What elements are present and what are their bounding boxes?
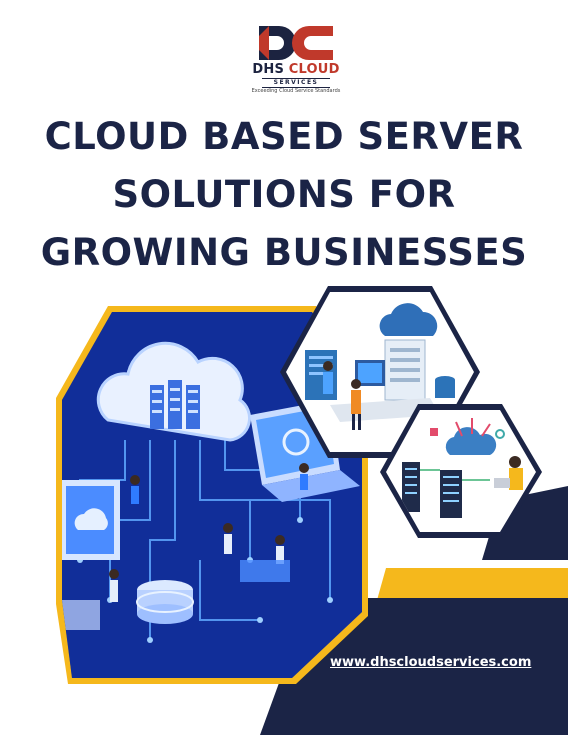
big-octagon-illustration [56, 306, 368, 684]
logo-tagline: Exceeding Cloud Service Standards [251, 88, 341, 94]
database-icon [136, 580, 194, 624]
monitor-icon [62, 480, 120, 560]
cloud-server-icon [96, 341, 251, 442]
logo-name-part2: CLOUD [288, 62, 340, 77]
headline-line-1: CLOUD BASED SERVER [44, 115, 524, 158]
hexagon-network-illustration [380, 404, 542, 538]
logo-subtitle: SERVICES [262, 78, 330, 88]
logo-name-part1: DHS [252, 62, 285, 77]
headline-line-2: SOLUTIONS FOR [112, 173, 456, 216]
company-logo: DHS CLOUD SERVICES Exceeding Cloud Servi… [248, 24, 344, 95]
headline-line-3: GROWING BUSINESSES [40, 231, 528, 274]
dc-logo-icon [259, 26, 333, 60]
website-link[interactable]: www.dhscloudservices.com [330, 655, 532, 670]
main-headline: CLOUD BASED SERVER SOLUTIONS FOR GROWING… [0, 108, 568, 282]
logo-wordmark: DHS CLOUD [248, 62, 344, 77]
